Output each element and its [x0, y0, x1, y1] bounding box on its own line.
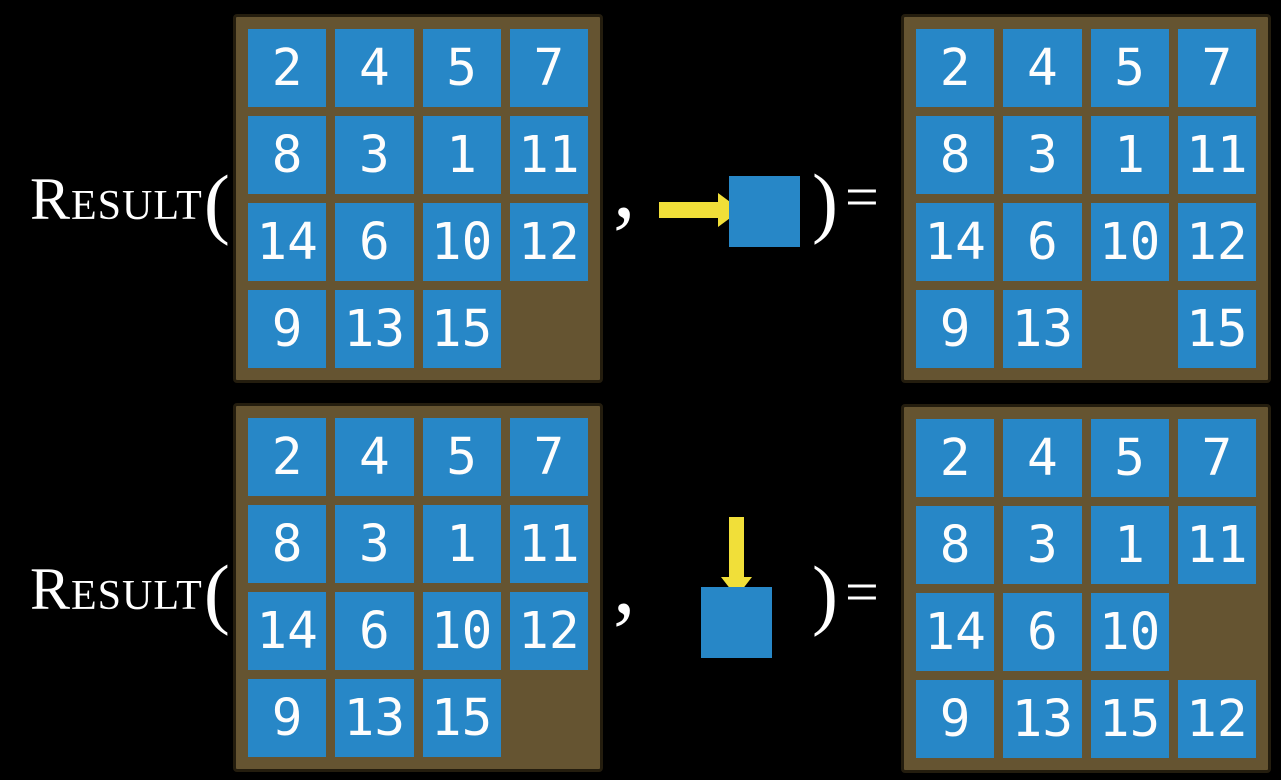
move-tile-right: [729, 176, 800, 247]
puzzle-tile-7: 7: [1177, 419, 1256, 497]
puzzle-tile-2: 2: [248, 418, 327, 496]
close-paren-1: ): [812, 158, 838, 245]
puzzle-tile-6: 6: [1003, 203, 1082, 281]
puzzle-tile-4: 4: [335, 29, 414, 107]
close-paren-2: ): [812, 550, 838, 637]
puzzle-tile-10: 10: [1090, 203, 1169, 281]
equals-sign-1: =: [845, 164, 879, 230]
puzzle-tile-10: 10: [1090, 593, 1169, 671]
empty-cell: [510, 290, 588, 368]
open-paren: (: [203, 159, 230, 246]
puzzle-tile-4: 4: [1003, 419, 1082, 497]
puzzle-tile-2: 2: [916, 419, 995, 497]
puzzle-tile-11: 11: [1177, 116, 1256, 194]
puzzle-tile-11: 11: [1177, 506, 1256, 584]
puzzle-tile-6: 6: [335, 203, 414, 281]
puzzle-tile-13: 13: [1003, 290, 1082, 368]
down-arrow-icon: [721, 517, 752, 597]
puzzle-tile-7: 7: [509, 29, 588, 107]
puzzle-tile-5: 5: [1090, 419, 1169, 497]
puzzle-tile-3: 3: [1003, 116, 1082, 194]
puzzle-tile-5: 5: [422, 29, 501, 107]
equals-sign-2: =: [845, 559, 879, 625]
puzzle-tile-12: 12: [1177, 203, 1256, 281]
puzzle-tile-4: 4: [1003, 29, 1082, 107]
puzzle-tile-7: 7: [1177, 29, 1256, 107]
puzzle-tile-4: 4: [335, 418, 414, 496]
puzzle-tile-8: 8: [916, 116, 995, 194]
puzzle-tile-1: 1: [1090, 506, 1169, 584]
puzzle-tile-9: 9: [248, 290, 327, 368]
puzzle-tile-12: 12: [509, 203, 588, 281]
puzzle-tile-10: 10: [422, 592, 501, 670]
move-tile-down: [701, 587, 772, 658]
puzzle-tile-5: 5: [1090, 29, 1169, 107]
comma-2: ,: [613, 534, 636, 633]
puzzle-tile-12: 12: [1177, 680, 1256, 758]
puzzle-tile-1: 1: [1090, 116, 1169, 194]
puzzle-tile-11: 11: [509, 116, 588, 194]
empty-cell: [510, 679, 588, 757]
puzzle-tile-8: 8: [248, 505, 327, 583]
result-function-label-1: Result(: [30, 149, 230, 249]
puzzle-tile-14: 14: [248, 203, 327, 281]
puzzle-tile-12: 12: [509, 592, 588, 670]
puzzle-tile-15: 15: [422, 290, 501, 368]
puzzle-tile-14: 14: [916, 593, 995, 671]
puzzle-tile-3: 3: [335, 116, 414, 194]
right-arrow-icon: [659, 193, 741, 227]
puzzle-tile-2: 2: [916, 29, 995, 107]
puzzle-tile-8: 8: [916, 506, 995, 584]
function-name: Result: [30, 166, 203, 232]
function-name: Result: [30, 556, 203, 622]
puzzle-tile-15: 15: [1177, 290, 1256, 368]
puzzle-tile-10: 10: [422, 203, 501, 281]
puzzle-tile-14: 14: [916, 203, 995, 281]
puzzle-tile-9: 9: [916, 680, 995, 758]
puzzle-tile-5: 5: [422, 418, 501, 496]
puzzle-tile-1: 1: [422, 116, 501, 194]
puzzle-tile-8: 8: [248, 116, 327, 194]
open-paren: (: [203, 549, 230, 636]
puzzle-tile-15: 15: [1090, 680, 1169, 758]
puzzle-tile-11: 11: [509, 505, 588, 583]
empty-cell: [1178, 593, 1256, 671]
puzzle-tile-2: 2: [248, 29, 327, 107]
puzzle-tile-3: 3: [335, 505, 414, 583]
puzzle-tile-6: 6: [1003, 593, 1082, 671]
empty-cell: [1091, 290, 1169, 368]
puzzle-tile-9: 9: [916, 290, 995, 368]
puzzle-tile-3: 3: [1003, 506, 1082, 584]
result-function-label-2: Result(: [30, 539, 230, 639]
puzzle-tile-6: 6: [335, 592, 414, 670]
puzzle-tile-13: 13: [335, 290, 414, 368]
puzzle-tile-1: 1: [422, 505, 501, 583]
puzzle-tile-13: 13: [1003, 680, 1082, 758]
puzzle-tile-13: 13: [335, 679, 414, 757]
puzzle-tile-9: 9: [248, 679, 327, 757]
puzzle-tile-14: 14: [248, 592, 327, 670]
puzzle-tile-7: 7: [509, 418, 588, 496]
comma-1: ,: [613, 138, 636, 237]
puzzle-tile-15: 15: [422, 679, 501, 757]
